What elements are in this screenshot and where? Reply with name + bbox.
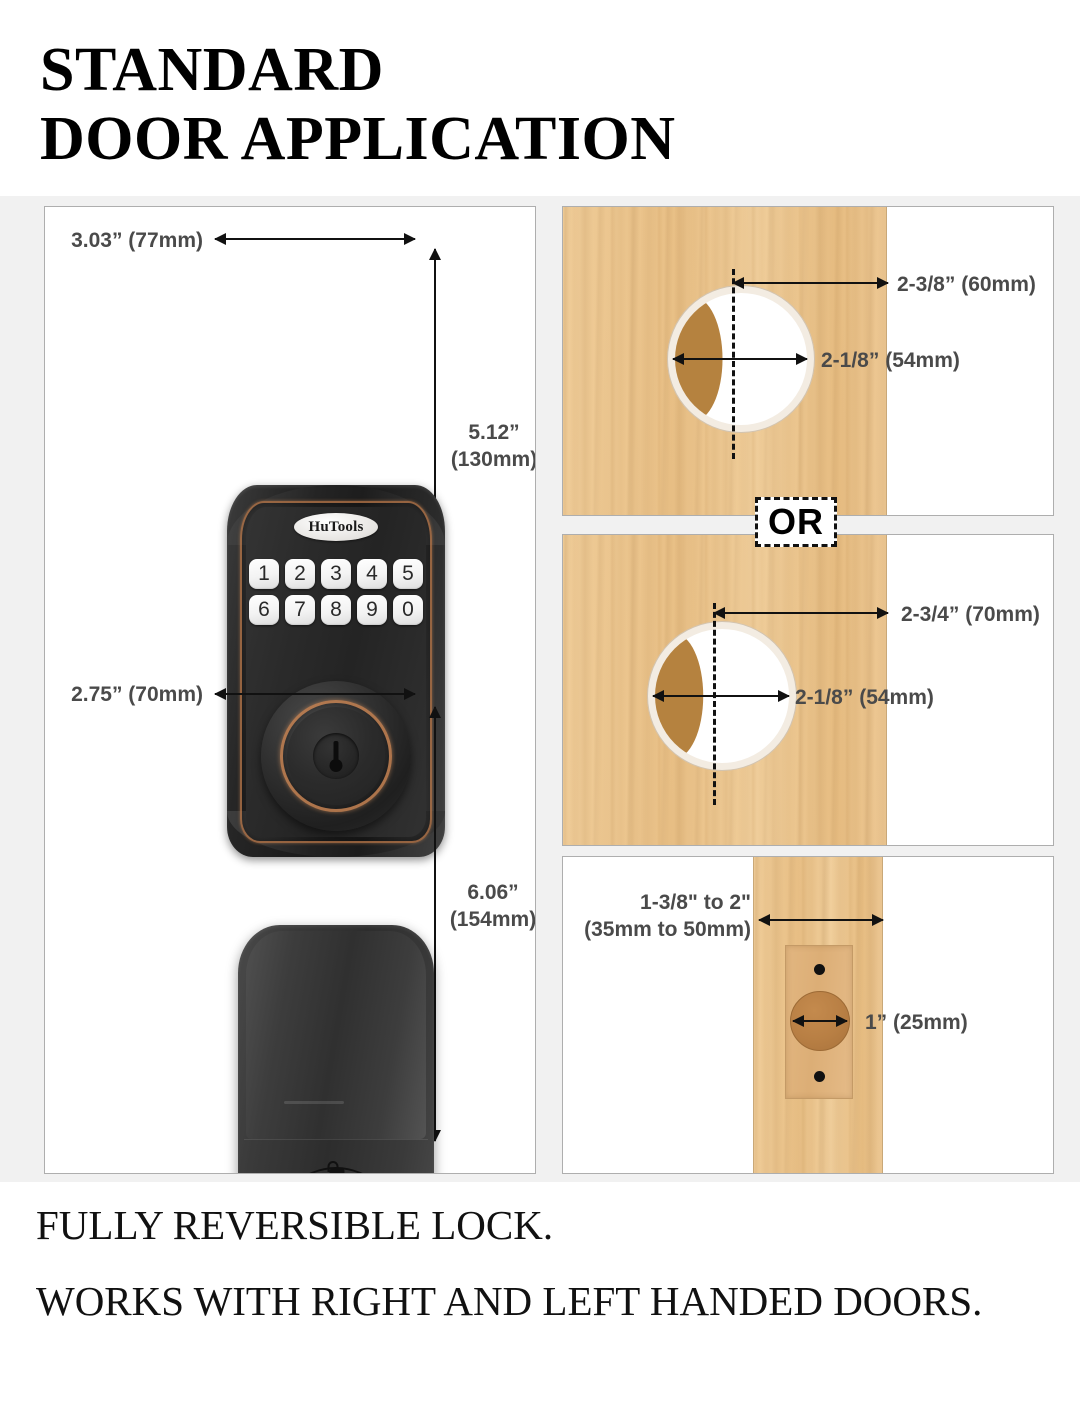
key-cylinder-housing: [261, 681, 411, 831]
interior-cover-seam: [284, 1101, 344, 1104]
keypad: 1 2 3 4 5 6 7 8 9 0: [249, 559, 423, 625]
door-bore-panel-backset-234: 2-3/4” (70mm) 2-1/8” (54mm): [562, 534, 1054, 846]
interior-split-line: [244, 1139, 428, 1140]
dimension-interior-height-arrow: [429, 706, 441, 1142]
dimension-latch-bore-arrow: [792, 1015, 848, 1027]
dimension-exterior-width-arrow: [214, 233, 416, 245]
keypad-key[interactable]: 9: [357, 595, 387, 625]
dimension-bore-diameter-label: 2-1/8” (54mm): [795, 686, 934, 709]
keypad-key[interactable]: 4: [357, 559, 387, 589]
dimension-bore-diameter-label: 2-1/8” (54mm): [821, 349, 960, 372]
page-title: STANDARD DOOR APPLICATION: [40, 36, 676, 174]
keypad-key[interactable]: 5: [393, 559, 423, 589]
keyway-icon: [313, 733, 359, 779]
keypad-key[interactable]: 0: [393, 595, 423, 625]
footer-line-2: WORKS WITH RIGHT AND LEFT HANDED DOORS.: [36, 1278, 983, 1325]
keypad-key[interactable]: 6: [249, 595, 279, 625]
dimension-backset-label: 2-3/4” (70mm): [901, 603, 1040, 626]
dimension-interior-height-label: 6.06” (154mm): [449, 881, 536, 932]
or-badge: OR: [755, 497, 837, 547]
cylinder-bronze-ring: [280, 700, 392, 812]
dimension-bore-diameter-arrow: [652, 690, 790, 702]
dimension-bore-diameter-arrow: [672, 353, 808, 365]
dimension-exterior-width-label: 3.03” (77mm): [71, 229, 203, 252]
dimension-interior-width-arrow: [214, 688, 416, 700]
bore-centerline: [713, 603, 716, 805]
keyway-slot: [333, 741, 339, 765]
dimension-backset-arrow: [713, 607, 889, 619]
dimension-exterior-height-label: 5.12” (130mm): [450, 421, 536, 472]
dimension-backset-label: 2-3/8” (60mm): [897, 273, 1036, 296]
brand-label: HuTools: [308, 518, 364, 535]
door-edge-bore-panel: 1-3/8" to 2" (35mm to 50mm) 1” (25mm): [562, 856, 1054, 1174]
interior-battery-cover: [246, 931, 426, 1139]
interior-thumbturn-illustration: [238, 925, 434, 1173]
dimension-interior-width-label: 2.75” (70mm): [71, 683, 203, 706]
lock-bronze-bevel: [240, 501, 432, 843]
footer-text: FULLY REVERSIBLE LOCK. WORKS WITH RIGHT …: [36, 1196, 1046, 1330]
bore-centerline: [732, 269, 735, 459]
thumbturn-area: [238, 1161, 434, 1173]
exterior-keypad-lock-illustration: HuTools 1 2 3 4 5 6 7 8 9 0: [227, 485, 445, 857]
dimension-latch-bore-label: 1” (25mm): [865, 1011, 968, 1034]
screw-hole-bottom: [814, 1071, 825, 1082]
padlock-shackle: [327, 1161, 339, 1172]
door-bore-panel-backset-238: 2-3/8” (60mm) 2-1/8” (54mm): [562, 206, 1054, 516]
dimension-door-thickness-arrow: [758, 914, 884, 926]
keypad-key[interactable]: 8: [321, 595, 351, 625]
keypad-key[interactable]: 2: [285, 559, 315, 589]
padlock-body: [329, 1169, 344, 1173]
keyway-bit: [329, 759, 343, 772]
dimension-backset-arrow: [732, 277, 889, 289]
keypad-key[interactable]: 7: [285, 595, 315, 625]
unlocked-padlock-icon: [327, 1161, 344, 1173]
brand-badge: HuTools: [294, 513, 378, 541]
dimension-door-thickness-label: 1-3/8" to 2" (35mm to 50mm): [584, 891, 751, 942]
door-face-wood: [563, 207, 887, 515]
screw-hole-top: [814, 964, 825, 975]
keypad-key[interactable]: 1: [249, 559, 279, 589]
footer-line-1: FULLY REVERSIBLE LOCK.: [36, 1202, 554, 1248]
lock-dimensions-panel: 3.03” (77mm) 5.12” (130mm) HuTools 1 2 3…: [44, 206, 536, 1174]
keypad-key[interactable]: 3: [321, 559, 351, 589]
